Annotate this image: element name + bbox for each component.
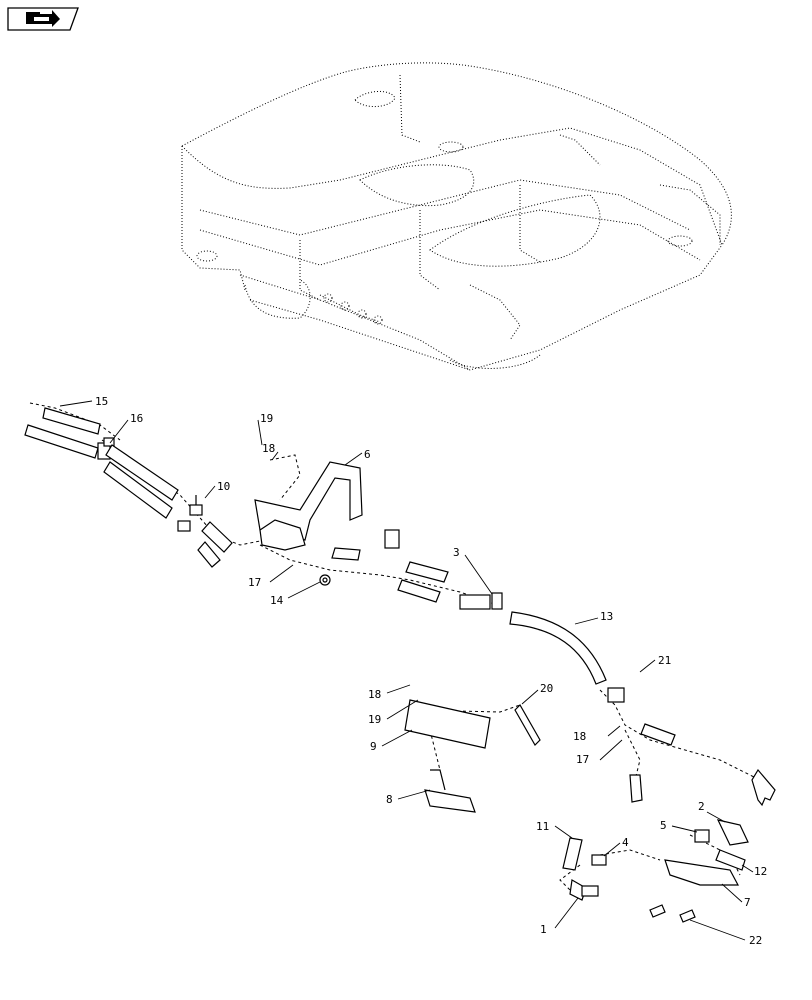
hose-tube-right <box>640 723 676 746</box>
callout-2: 2 <box>698 800 726 823</box>
plate-9 <box>404 699 491 749</box>
callout-11: 11 <box>536 820 573 839</box>
washer-14 <box>319 574 331 586</box>
svg-text:17: 17 <box>576 753 589 766</box>
svg-text:11: 11 <box>536 820 549 833</box>
svg-text:8: 8 <box>386 793 393 806</box>
hose-tube-mid-2 <box>397 561 449 603</box>
svg-text:19: 19 <box>260 412 273 425</box>
clamp-3 <box>459 592 503 610</box>
callout-17-left: 17 <box>248 564 294 589</box>
svg-text:6: 6 <box>364 448 371 461</box>
callout-7: 7 <box>721 883 751 909</box>
callout-1: 1 <box>540 897 579 936</box>
svg-text:22: 22 <box>749 934 762 947</box>
callout-14: 14 <box>270 581 321 607</box>
clamp-mid <box>384 529 400 549</box>
bracket-8 <box>424 769 476 813</box>
hose-tube-15-upper <box>42 407 101 435</box>
callout-5: 5 <box>660 819 698 833</box>
svg-text:2: 2 <box>698 800 705 813</box>
fitting-1 <box>569 879 599 901</box>
callout-16: 16 <box>109 412 143 444</box>
callout-4: 4 <box>603 836 629 857</box>
callout-20: 20 <box>521 682 553 705</box>
svg-text:7: 7 <box>744 896 751 909</box>
next-page-button[interactable] <box>7 7 79 31</box>
callout-3: 3 <box>453 546 493 595</box>
svg-text:3: 3 <box>453 546 460 559</box>
bracket-6 <box>254 461 363 551</box>
svg-text:10: 10 <box>217 480 230 493</box>
svg-text:19: 19 <box>368 713 381 726</box>
svg-text:18: 18 <box>262 442 275 455</box>
callout-19-upper: 19 <box>257 412 273 446</box>
callout-17-right: 17 <box>576 739 623 766</box>
hose-tube-15-lower <box>24 424 99 459</box>
svg-text:20: 20 <box>540 682 553 695</box>
elbow-hose-left <box>629 774 643 803</box>
svg-text:18: 18 <box>573 730 586 743</box>
svg-text:16: 16 <box>130 412 143 425</box>
clamp-2 <box>716 819 749 846</box>
clamp-5 <box>694 829 710 843</box>
callout-18-upper: 18 <box>262 442 279 461</box>
hose-tube-16-a <box>105 444 179 501</box>
elbow-hose-right <box>751 768 776 807</box>
clip-4 <box>591 854 607 866</box>
svg-text:17: 17 <box>248 576 261 589</box>
callout-22: 22 <box>689 919 762 947</box>
svg-text:9: 9 <box>370 740 377 753</box>
callout-6: 6 <box>344 448 371 466</box>
callout-18-mid: 18 <box>368 684 411 701</box>
hose-tube-small <box>197 521 233 568</box>
svg-text:18: 18 <box>368 688 381 701</box>
bolt-20 <box>514 704 541 746</box>
svg-text:4: 4 <box>622 836 629 849</box>
tube-11 <box>562 837 583 871</box>
callout-18-right: 18 <box>573 725 621 743</box>
callout-21: 21 <box>639 654 671 673</box>
hose-13 <box>509 611 607 685</box>
hose-tube-16-b <box>103 461 173 519</box>
fitting-10 <box>177 495 203 532</box>
svg-text:12: 12 <box>754 865 767 878</box>
callout-8: 8 <box>386 789 431 806</box>
next-page-arrow-icon <box>26 10 60 27</box>
hose-tube-mid-1 <box>331 547 361 561</box>
svg-text:21: 21 <box>658 654 671 667</box>
bolts-22 <box>649 904 696 923</box>
bracket-7 <box>664 859 739 886</box>
svg-text:13: 13 <box>600 610 613 623</box>
callout-10: 10 <box>204 480 230 499</box>
callout-9: 9 <box>370 729 413 753</box>
svg-text:1: 1 <box>540 923 547 936</box>
upperstructure-frame-outline <box>181 62 732 371</box>
clamp-21 <box>607 687 625 703</box>
svg-text:5: 5 <box>660 819 667 832</box>
svg-text:14: 14 <box>270 594 284 607</box>
callout-19-mid: 19 <box>368 699 419 726</box>
tube-12 <box>715 849 746 871</box>
svg-text:15: 15 <box>95 395 108 408</box>
callout-13: 13 <box>574 610 613 625</box>
callout-15: 15 <box>59 395 108 408</box>
callout-12: 12 <box>741 864 767 878</box>
